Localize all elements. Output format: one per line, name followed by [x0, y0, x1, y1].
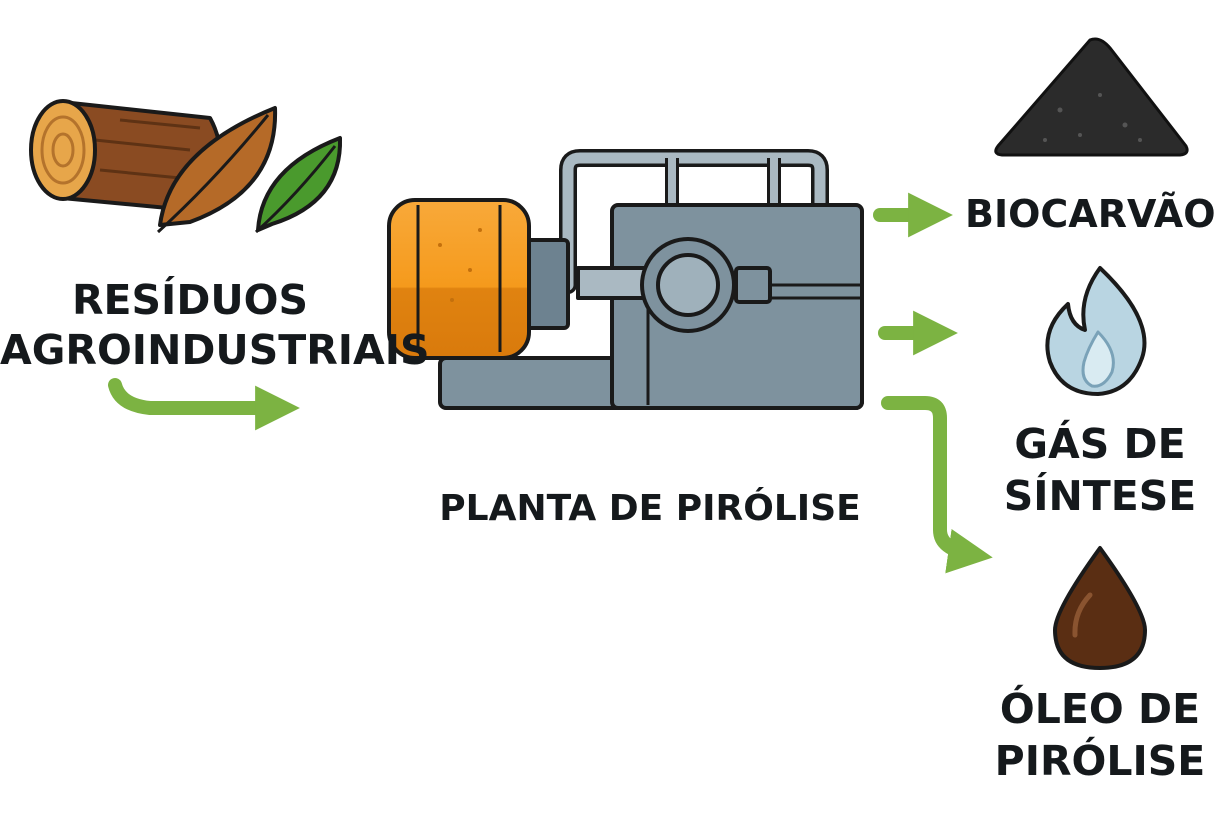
green-leaf-icon — [254, 136, 343, 234]
output-label-gas-line-2: SÍNTESE — [1003, 472, 1197, 520]
oil-drop-icon — [1053, 546, 1147, 670]
plant-pipes — [559, 149, 829, 294]
output-label-oleo-line-2: PIRÓLISE — [994, 737, 1206, 785]
brown-leaf-icon — [156, 106, 278, 234]
plant-label: PLANTA DE PIRÓLISE — [439, 488, 861, 529]
input-label: RESÍDUOS AGROINDUSTRIAIS — [0, 275, 430, 375]
biochar-pile-icon — [994, 37, 1189, 157]
flame-icon — [1045, 266, 1147, 396]
arrow-plant-to-oleo — [881, 396, 993, 574]
arrow-input-to-plant — [108, 378, 300, 431]
output-label-gas-line-1: GÁS DE — [1014, 420, 1186, 468]
flow-arrows — [108, 192, 993, 574]
output-label-biocarvao-line-1: BIOCARVÃO — [965, 192, 1216, 236]
wood-log-and-leaves-icon — [29, 99, 343, 234]
output-label-gas: GÁS DE SÍNTESE — [985, 418, 1215, 522]
output-label-biocarvao: BIOCARVÃO — [965, 190, 1216, 238]
output-label-oleo-line-1: ÓLEO DE — [999, 685, 1201, 733]
input-label-line-1: RESÍDUOS — [71, 276, 309, 324]
pyrolysis-plant-icon — [387, 149, 864, 410]
plant-motor — [387, 198, 531, 360]
output-label-oleo: ÓLEO DE PIRÓLISE — [985, 683, 1215, 787]
input-label-line-2: AGROINDUSTRIAIS — [0, 326, 430, 374]
